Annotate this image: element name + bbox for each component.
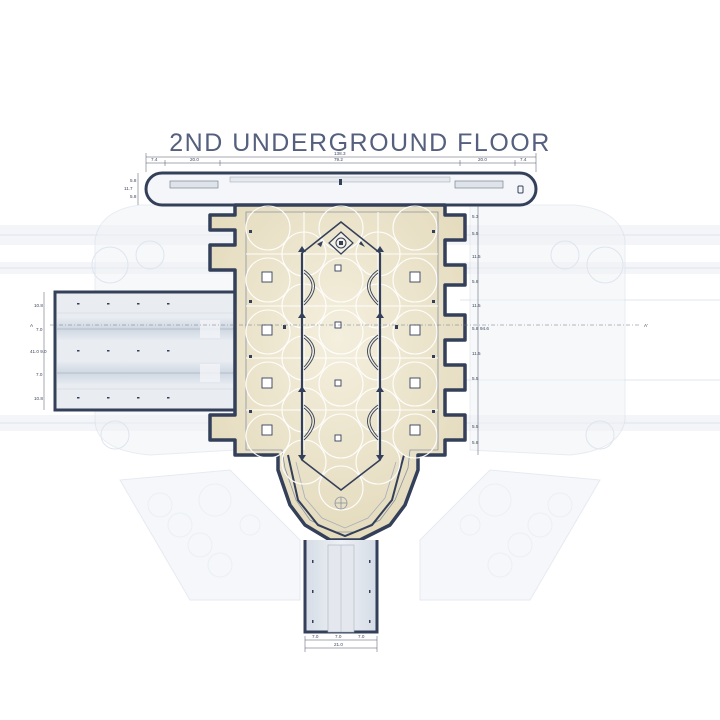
top-platform: [144, 171, 538, 207]
dim-bottom-3: 7.0: [358, 634, 365, 639]
dim-bottom-total: 21.0: [334, 642, 343, 647]
dim-left-col-70b: 7.0: [36, 372, 43, 377]
dim-left-bar-mid: 11.7: [124, 186, 133, 191]
dim-top-overall: 138.3: [334, 151, 346, 156]
dim-left-col-70a: 7.0: [36, 327, 43, 332]
dim-left-col-mid: 41.0 9.0: [30, 349, 47, 354]
central-circulation: [298, 220, 384, 510]
plan-title: 2ND UNDERGROUND FLOOR: [169, 128, 551, 157]
dim-left-col-bot: 10.8: [34, 396, 43, 401]
dim-right-2: 5.5: [472, 231, 479, 236]
dim-top-right-20: 20.0: [478, 157, 487, 162]
dim-left-bar-top: 5.8: [130, 178, 137, 183]
section-mark-right: A': [644, 323, 648, 328]
dim-top-right-74: 7.4: [520, 157, 527, 162]
section-mark-left: A: [30, 323, 34, 328]
dim-right-1: 5.3: [472, 214, 479, 219]
dim-left-col-top: 10.8: [34, 303, 43, 308]
bottom-tunnel: [303, 540, 379, 634]
dim-bottom-1: 7.0: [312, 634, 319, 639]
dim-right-6: 5.8: [472, 326, 479, 331]
dim-right-9: 5.5: [472, 424, 479, 429]
dim-top-left-20: 20.0: [190, 157, 199, 162]
dim-right-3: 11.5: [472, 254, 481, 259]
dim-right-total: 94.6: [480, 326, 489, 331]
dim-left-bar-bot: 5.8: [130, 194, 137, 199]
left-corridor: [53, 290, 247, 412]
dimension-lines: [43, 153, 640, 652]
dim-right-10: 5.8: [472, 440, 479, 445]
dim-right-5: 11.5: [472, 303, 481, 308]
dim-right-8: 5.5: [472, 376, 479, 381]
dim-top-left-74: 7.4: [151, 157, 158, 162]
main-hall: [208, 203, 467, 542]
dim-right-4: 5.8: [472, 279, 479, 284]
dim-top-inner: 79.2: [334, 157, 343, 162]
column-markers: [249, 230, 435, 413]
dimension-labels: 138.3 79.2 20.0 20.0 7.4 7.4 5.8 11.7 5.…: [30, 151, 648, 647]
dim-bottom-2: 7.0: [335, 634, 342, 639]
dim-right-7: 11.5: [472, 351, 481, 356]
